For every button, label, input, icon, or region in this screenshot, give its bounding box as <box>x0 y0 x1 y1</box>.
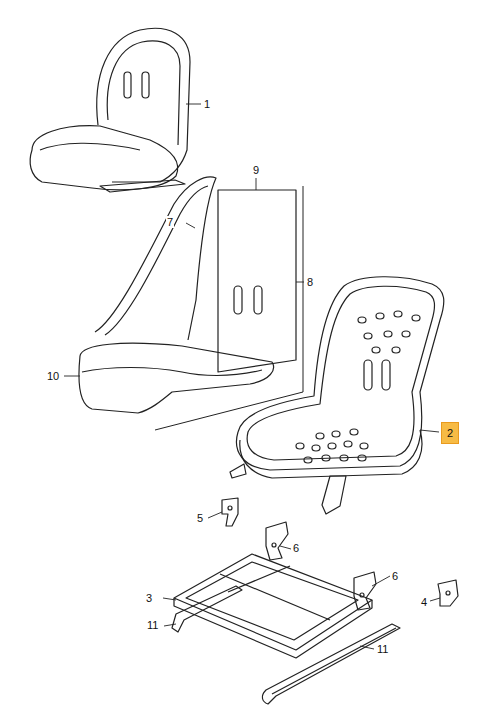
drawing-stroke <box>364 333 372 339</box>
drawing-stroke <box>164 624 176 626</box>
drawing-stroke <box>272 543 276 547</box>
drawing-stroke <box>124 72 131 98</box>
drawing-stroke <box>186 562 358 640</box>
drawing-stroke <box>402 331 410 337</box>
drawing-stroke <box>254 286 262 314</box>
drawing-stroke <box>272 628 396 694</box>
callout-number: 2 <box>447 427 453 439</box>
drawing-stroke <box>142 72 149 98</box>
drawing-stroke <box>328 443 336 449</box>
drawing-stroke <box>97 28 190 182</box>
complete-seat <box>30 28 190 192</box>
drawing-stroke <box>446 591 450 595</box>
drawing-stroke <box>174 554 372 650</box>
drawing-stroke <box>372 347 380 353</box>
drawing-stroke <box>234 286 242 314</box>
callout-number: 5 <box>196 512 204 524</box>
drawing-stroke <box>296 443 304 449</box>
callout-number: 11 <box>146 619 159 631</box>
drawing-stroke <box>105 186 208 335</box>
drawing-stroke <box>372 576 390 586</box>
drawing-stroke <box>322 455 330 461</box>
drawing-stroke <box>322 476 346 514</box>
drawing-stroke <box>360 646 374 649</box>
highlighted-callout: 2 <box>441 422 459 444</box>
leader-lines <box>64 104 440 649</box>
seat-rail-right <box>262 624 400 704</box>
drawing-stroke <box>420 430 439 432</box>
drawing-stroke <box>240 430 422 478</box>
drawing-stroke <box>312 445 320 451</box>
drawing-stroke <box>394 311 402 317</box>
drawing-stroke <box>174 598 372 658</box>
drawing-stroke <box>392 347 400 353</box>
callout-number: 4 <box>420 596 428 608</box>
back-panel <box>218 190 296 372</box>
drawing-stroke <box>376 313 384 319</box>
callout-number: 8 <box>306 276 314 288</box>
callout-number: 1 <box>203 98 211 110</box>
drawing-stroke <box>358 455 366 461</box>
drawing-stroke <box>155 186 303 430</box>
callout-number: 9 <box>252 164 260 176</box>
drawing-stroke <box>340 455 348 461</box>
seat-rail-left <box>172 586 242 632</box>
drawing-stroke <box>316 433 324 439</box>
drawing-stroke <box>82 368 262 376</box>
drawing-stroke <box>163 598 176 600</box>
drawing-stroke <box>30 126 178 190</box>
drawing-stroke <box>360 443 368 449</box>
bracket-5 <box>222 498 238 526</box>
drawing-stroke <box>280 546 291 549</box>
drawing-stroke <box>344 441 352 447</box>
drawing-stroke <box>350 429 358 435</box>
backrest-cushion <box>95 177 216 340</box>
drawing-stroke <box>236 277 443 470</box>
drawing-stroke <box>266 522 288 560</box>
drawing-stroke <box>247 286 434 460</box>
drawing-stroke <box>304 457 312 463</box>
drawing-stroke <box>296 311 420 463</box>
drawing-stroke <box>40 143 140 150</box>
drawing-stroke <box>364 360 372 390</box>
drawing-stroke <box>186 104 201 105</box>
drawing-stroke <box>222 498 238 526</box>
callout-number: 6 <box>292 542 300 554</box>
callout-number: 11 <box>376 643 389 655</box>
drawing-stroke <box>384 331 392 337</box>
drawing-stroke <box>100 180 185 192</box>
drawing-stroke <box>64 376 80 377</box>
seat-shell <box>230 277 444 514</box>
callout-number: 6 <box>391 570 399 582</box>
seat-frame <box>174 554 372 658</box>
callout-number: 10 <box>46 370 60 382</box>
seat-cushion <box>79 343 274 413</box>
bracket-6a <box>266 522 288 560</box>
drawing-stroke <box>412 315 420 321</box>
drawing-stroke <box>218 190 296 372</box>
drawing-stroke <box>358 317 366 323</box>
drawing-stroke <box>438 580 458 606</box>
drawing-stroke <box>186 223 195 228</box>
drawing-stroke <box>172 586 242 632</box>
drawing-stroke <box>220 574 330 620</box>
callout-number: 3 <box>145 592 153 604</box>
bracket-4 <box>438 580 458 606</box>
drawing-stroke <box>430 598 440 601</box>
drawing-stroke <box>208 512 222 518</box>
drawing-stroke <box>230 464 246 478</box>
callout-number: 7 <box>166 216 174 228</box>
drawing-stroke <box>296 282 304 283</box>
drawing-stroke <box>332 431 340 437</box>
drawing-stroke <box>228 566 290 592</box>
drawing-stroke <box>382 360 390 390</box>
drawing-stroke <box>228 506 232 510</box>
drawing-stroke <box>95 177 216 340</box>
drawing-stroke <box>256 178 257 190</box>
drawing-stroke <box>262 624 400 704</box>
drawing-stroke <box>107 41 180 145</box>
